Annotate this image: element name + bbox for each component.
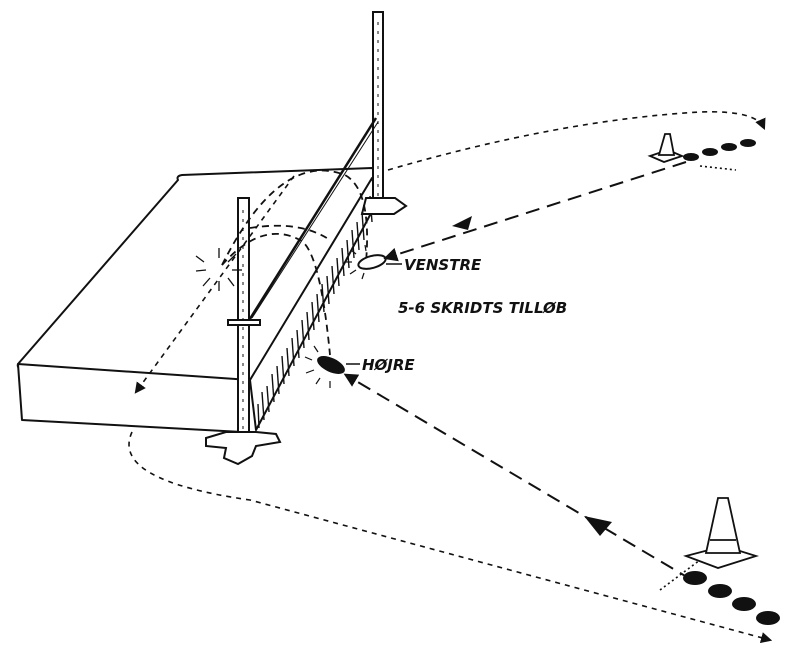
label-approach: 5-6 SKRIDTS TILLØB <box>398 299 567 317</box>
run-up-paths <box>343 161 693 581</box>
label-hojre: HØJRE <box>362 356 415 374</box>
back-upright <box>360 11 408 215</box>
landing-burst-icon <box>195 248 242 291</box>
label-venstre: VENSTRE <box>404 256 482 274</box>
run-up-arrowheads <box>452 216 612 536</box>
upper-start-markers <box>683 139 756 161</box>
right-takeoff-marker <box>304 345 345 388</box>
cone-icon-lower <box>683 497 760 569</box>
cone-icon-upper <box>647 133 685 163</box>
front-upright <box>205 197 282 466</box>
landing-mat <box>16 167 383 433</box>
crossbar <box>246 117 378 323</box>
return-paths <box>128 111 773 644</box>
lower-start-markers <box>683 571 780 625</box>
jump-arcs <box>221 169 368 356</box>
